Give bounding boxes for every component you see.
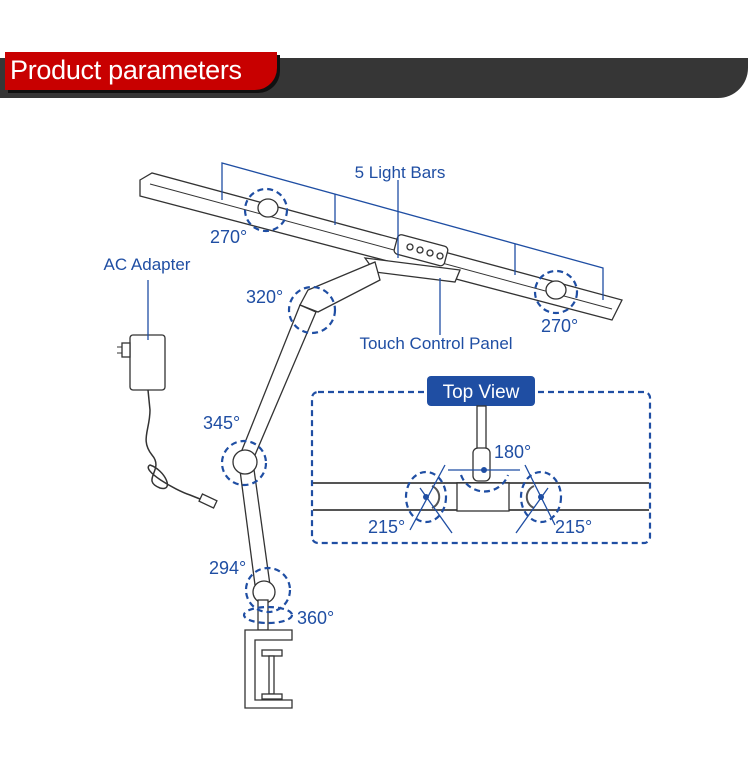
angle-bar-left: 270° [210,227,247,247]
light-bars-label: 5 Light Bars [355,163,446,182]
lamp-arm [232,261,381,631]
page-title: Product parameters [10,55,242,85]
angle-middle-joint: 345° [203,413,240,433]
light-bars-bracket [221,162,604,335]
header-title-tab [5,52,277,90]
angle-lower-joint: 294° [209,558,246,578]
angle-top-center: 180° [494,442,531,462]
angle-top-right: 215° [555,517,592,537]
top-view-panel: Top View [310,376,652,545]
desk-clamp [244,629,293,709]
top-view-label: Top View [443,382,520,403]
angle-upper-joint: 320° [246,287,283,307]
touch-control-panel-label: Touch Control Panel [359,334,512,353]
ac-adapter-label: AC Adapter [104,255,191,274]
top-view-badge [427,376,535,406]
angle-base-rotation: 360° [297,608,334,628]
ac-adapter [117,280,218,509]
angle-top-left: 215° [368,517,405,537]
angle-bar-right: 270° [541,316,578,336]
pole [257,599,269,631]
light-bar [139,172,623,321]
rotation-markers [220,187,579,625]
